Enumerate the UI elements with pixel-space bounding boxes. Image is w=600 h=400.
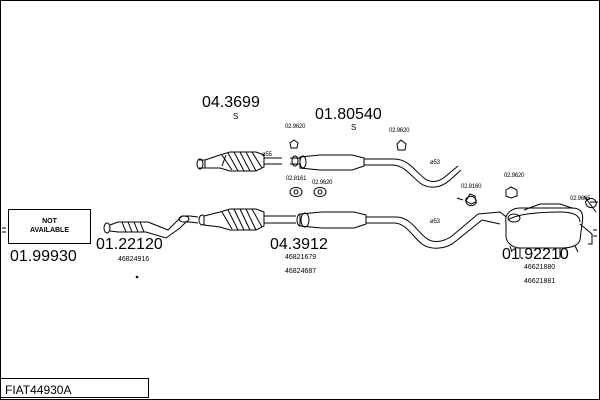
not-available-box: NOT AVAILABLE: [8, 209, 91, 244]
front-pipe-flange: [103, 222, 111, 234]
diameter-55-label: ø55: [262, 152, 272, 158]
footer-code-box: FIAT44930A: [0, 378, 149, 398]
clamp-02-9620-d-label: 02.9620: [504, 173, 525, 179]
not-available-label: NOT AVAILABLE: [29, 217, 70, 234]
diagram-code: FIAT44930A: [5, 383, 72, 397]
upper-rubber-mounts: [289, 139, 407, 197]
part-04-3912-label: 04.3912: [270, 236, 328, 253]
clamp-02-9620-b-label: 02.9620: [389, 128, 410, 134]
oe-46821679-label: 46821679: [285, 254, 317, 261]
part-01-80540-s-label: S: [351, 123, 357, 132]
upper-catalytic-converter: [204, 151, 282, 172]
upper-inlet-pipe: [196, 158, 205, 170]
clamp-02-9620-a-label: 02.9620: [285, 124, 306, 130]
lower-clamps: [456, 186, 598, 213]
front-pipe: [103, 215, 199, 239]
part-01-92210-label: 01.92210: [502, 246, 569, 263]
rear-silencer: [477, 203, 593, 258]
part-04-3699-s-label: S: [233, 112, 239, 121]
left-edge-stub: [2, 227, 6, 233]
diameter-53-lower-label: ø53: [430, 219, 440, 225]
oe-46824916-label: 46824916: [118, 256, 150, 263]
right-edge-stub: [593, 229, 597, 237]
part-01-22120-label: 01.22120: [96, 236, 163, 253]
part-04-3699-label: 04.3699: [202, 94, 260, 111]
oe-46621880-label: 46621880: [524, 264, 556, 271]
oe-46621881-label: 46621881: [524, 278, 556, 285]
clamp-02-9665-label: 02.9665: [570, 196, 591, 202]
part-01-80540-label: 01.80540: [315, 106, 382, 123]
diameter-53-upper-label: ø53: [430, 160, 440, 166]
clamp-02-9620-c-label: 02.9620: [312, 180, 333, 186]
oe-46824687-label: 46824687: [285, 268, 317, 275]
part-01-99930-label: 01.99930: [10, 248, 77, 265]
lower-catalytic-converter: [198, 208, 296, 231]
lower-middle-silencer: [296, 211, 483, 249]
clamp-02-8161-label: 02.8161: [286, 176, 307, 182]
dot-mark: [135, 275, 139, 279]
clamp-02-8160-label: 02.8160: [461, 184, 482, 190]
upper-middle-silencer: [290, 154, 462, 188]
